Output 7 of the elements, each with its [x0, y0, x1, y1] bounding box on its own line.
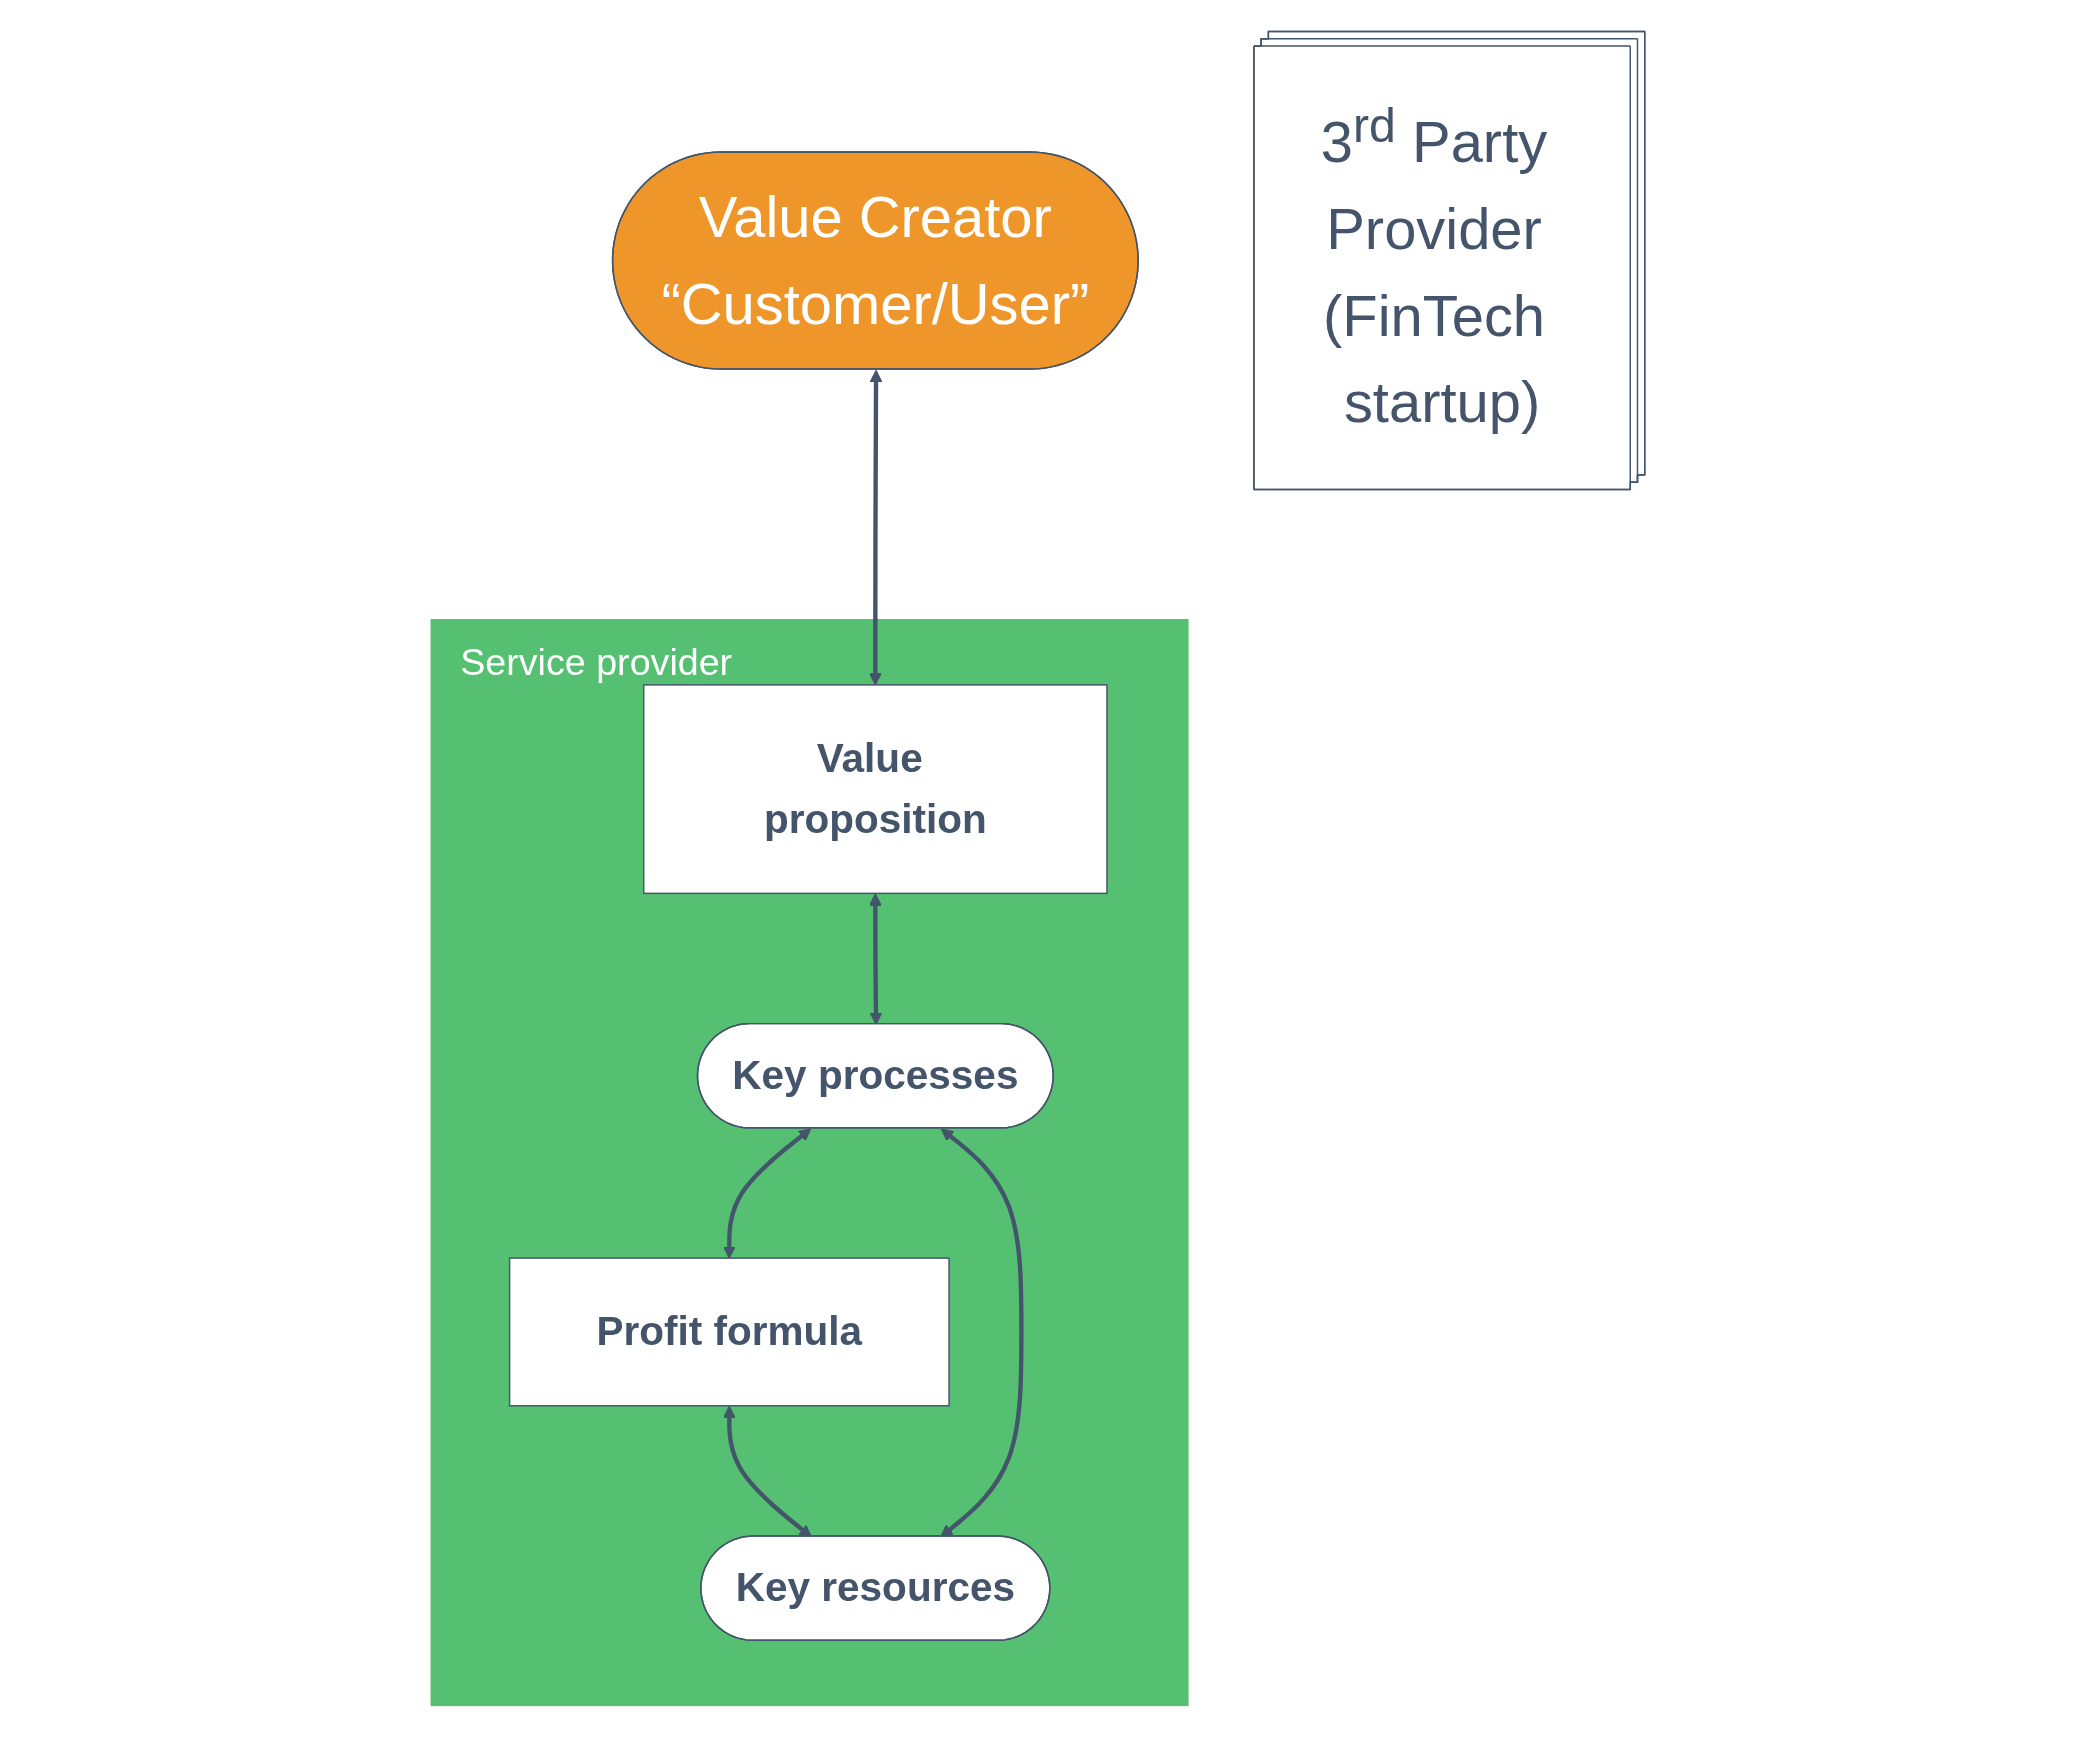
arrow	[722, 1128, 812, 1259]
node-box: Value proposition	[643, 684, 1108, 895]
arrow	[722, 1405, 812, 1538]
node-box: Profit formula	[508, 1257, 950, 1407]
arrow	[869, 369, 883, 686]
arrow	[940, 1128, 1024, 1538]
arrow	[869, 893, 883, 1025]
